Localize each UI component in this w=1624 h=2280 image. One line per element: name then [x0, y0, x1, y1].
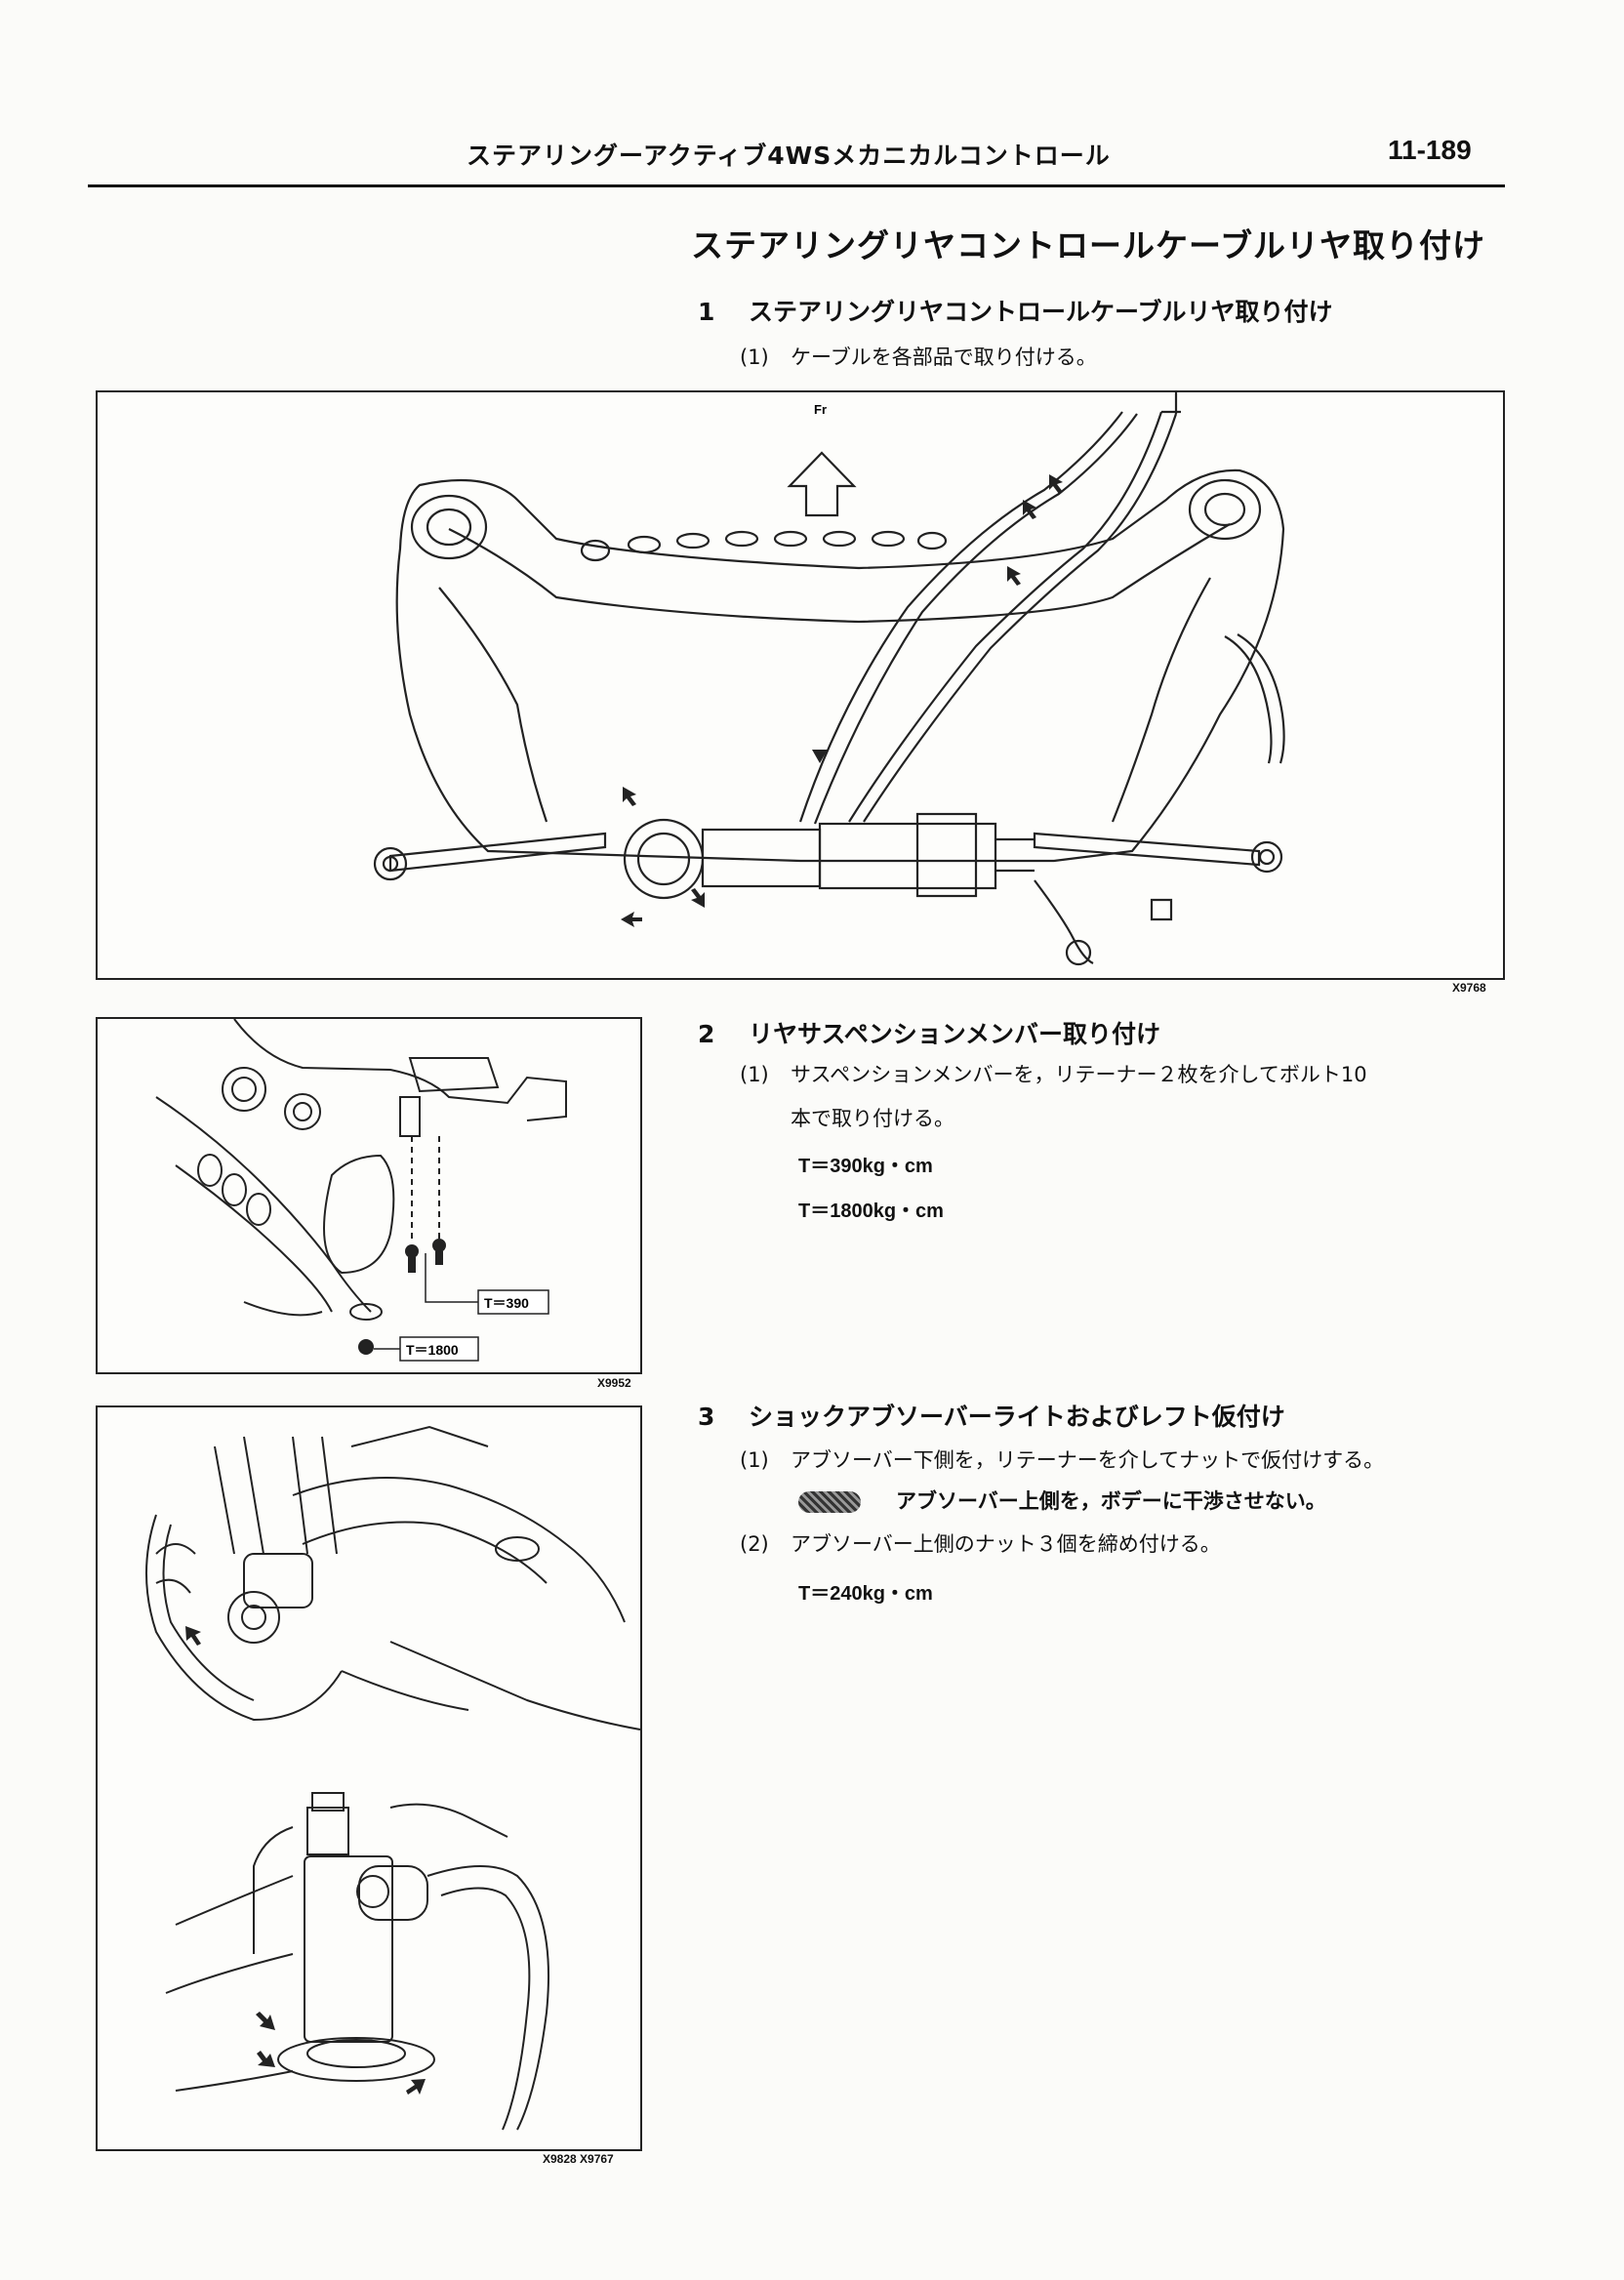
step-2-torque-1: T＝390kg・cm: [798, 1156, 933, 1177]
figure-rear-suspension-member: Fr: [96, 390, 1505, 980]
step-3-caution-text: アブソーバー上側を，ボデーに干渉させない。: [896, 1489, 1326, 1513]
tighten-arrow-icon: [691, 888, 705, 908]
step-1-sub-1-number: (1): [740, 346, 769, 369]
step-2-title: リヤサスペンションメンバー取り付け: [749, 1020, 1161, 1048]
running-header-title: ステアリングーアクティブ4WSメカニカルコントロール: [467, 142, 1111, 170]
step-3-sub-2-number: (2): [740, 1532, 769, 1556]
step-2-torque-2: T＝1800kg・cm: [798, 1201, 944, 1222]
step-1-number: 1: [698, 298, 715, 326]
tighten-arrow-icon: [1049, 474, 1063, 494]
suspension-member-drawing: Fr: [373, 392, 1285, 966]
shock-absorber-drawing: [145, 1425, 640, 2131]
step-2-heading: 2 リヤサスペンションメンバー取り付け: [698, 1015, 1160, 1050]
step-1-sub-1-text: ケーブルを各部品で取り付ける。: [791, 346, 1097, 369]
step-2-sub-1-text: サスペンションメンバーを，リテーナー２枚を介してボルト10: [791, 1063, 1367, 1086]
step-3-sub-1-text: アブソーバー下側を，リテーナーを介してナットで仮付けする。: [791, 1448, 1385, 1472]
step-3-sub-1: (1) アブソーバー下側を，リテーナーを介してナットで仮付けする。: [740, 1445, 1384, 1474]
tighten-arrow-icon: [256, 2012, 275, 2030]
figure-1-code: X9768: [1452, 981, 1486, 995]
step-2-number: 2: [698, 1020, 715, 1048]
tighten-arrow-icon: [623, 787, 636, 806]
tighten-arrow-icon: [812, 750, 828, 763]
step-2-sub-1-number: (1): [740, 1063, 769, 1086]
tighten-arrow-icon: [257, 2051, 275, 2067]
torque-label-390: T＝390: [484, 1295, 529, 1311]
step-3-sub-1-number: (1): [740, 1448, 769, 1472]
step-2-sub-1-cont: 本で取り付ける。: [791, 1107, 954, 1130]
figure-2-code: X9952: [597, 1376, 631, 1390]
step-1-sub-1: (1) ケーブルを各部品で取り付ける。: [740, 342, 1097, 371]
tighten-arrow-icon: [1007, 566, 1021, 586]
member-bolt-drawing: T＝390 T＝1800: [155, 1019, 567, 1362]
header-rule: [88, 184, 1505, 187]
section-title: ステアリングリヤコントロールケーブルリヤ取り付け: [691, 226, 1486, 265]
step-3-torque-1: T＝240kg・cm: [798, 1583, 933, 1605]
front-arrow-icon: [787, 451, 857, 517]
page-number: 11-189: [1388, 135, 1472, 165]
torque-label-1800: T＝1800: [406, 1342, 459, 1358]
step-3-title: ショックアブソーバーライトおよびレフト仮付け: [749, 1403, 1285, 1431]
figure-member-bolts: T＝390 T＝1800: [96, 1017, 642, 1374]
step-1-heading: 1 ステアリングリヤコントロールケーブルリヤ取り付け: [698, 293, 1333, 328]
caution-icon: [798, 1491, 861, 1513]
step-3-sub-2: (2) アブソーバー上側のナット３個を締め付ける。: [740, 1528, 1221, 1558]
figure-shock-absorber: [96, 1405, 642, 2151]
fr-label: Fr: [814, 402, 827, 417]
tighten-arrow-icon: [621, 912, 642, 927]
step-2-sub-1: (1) サスペンションメンバーを，リテーナー２枚を介してボルト10: [740, 1059, 1367, 1088]
step-1-title: ステアリングリヤコントロールケーブルリヤ取り付け: [749, 298, 1333, 326]
step-3-heading: 3 ショックアブソーバーライトおよびレフト仮付け: [698, 1398, 1285, 1433]
step-3-number: 3: [698, 1403, 715, 1431]
tighten-arrow-icon: [1023, 500, 1036, 519]
figure-3-code: X9828 X9767: [543, 2152, 614, 2166]
step-3-sub-2-text: アブソーバー上側のナット３個を締め付ける。: [791, 1532, 1221, 1556]
step-3-caution: アブソーバー上側を，ボデーに干渉させない。: [798, 1486, 1326, 1515]
tighten-arrow-icon: [406, 2079, 426, 2095]
tighten-arrow-icon: [185, 1626, 201, 1646]
